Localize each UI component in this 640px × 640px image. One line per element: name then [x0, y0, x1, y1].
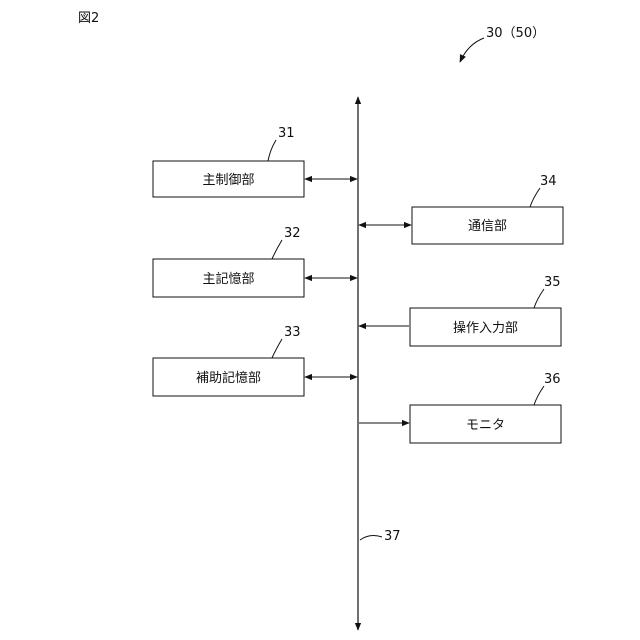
block-operation-input-ref: 35: [544, 275, 561, 290]
figure-label: 図2: [78, 11, 99, 26]
block-monitor: モニタ 36: [410, 372, 561, 443]
figure-reference: 30（50）: [486, 26, 545, 41]
block-main-storage-ref: 32: [284, 226, 301, 241]
block-main-control-leader: [268, 140, 276, 161]
block-operation-input-label: 操作入力部: [453, 320, 518, 336]
block-communication: 通信部 34: [412, 174, 563, 244]
block-main-storage-label: 主記憶部: [202, 271, 254, 287]
block-monitor-ref: 36: [544, 372, 561, 387]
block-aux-storage-ref: 33: [284, 325, 301, 340]
block-monitor-label: モニタ: [466, 418, 505, 433]
block-monitor-leader: [534, 386, 544, 405]
block-main-control: 主制御部 31: [153, 126, 304, 197]
block-main-storage-leader: [272, 240, 282, 259]
block-aux-storage-label: 補助記憶部: [196, 370, 261, 386]
block-communication-ref: 34: [540, 174, 557, 189]
block-operation-input-leader: [534, 289, 544, 308]
block-main-control-label: 主制御部: [202, 173, 254, 188]
block-communication-label: 通信部: [468, 219, 507, 234]
block-communication-leader: [530, 188, 540, 207]
block-operation-input: 操作入力部 35: [410, 275, 561, 346]
bus-ref-leader: [360, 536, 382, 540]
bus-ref: 37: [384, 529, 401, 544]
figure-reference-arrow: [460, 38, 484, 62]
block-main-storage: 主記憶部 32: [153, 226, 304, 297]
block-aux-storage: 補助記憶部 33: [153, 325, 304, 396]
block-aux-storage-leader: [272, 339, 282, 358]
block-main-control-ref: 31: [278, 126, 295, 141]
